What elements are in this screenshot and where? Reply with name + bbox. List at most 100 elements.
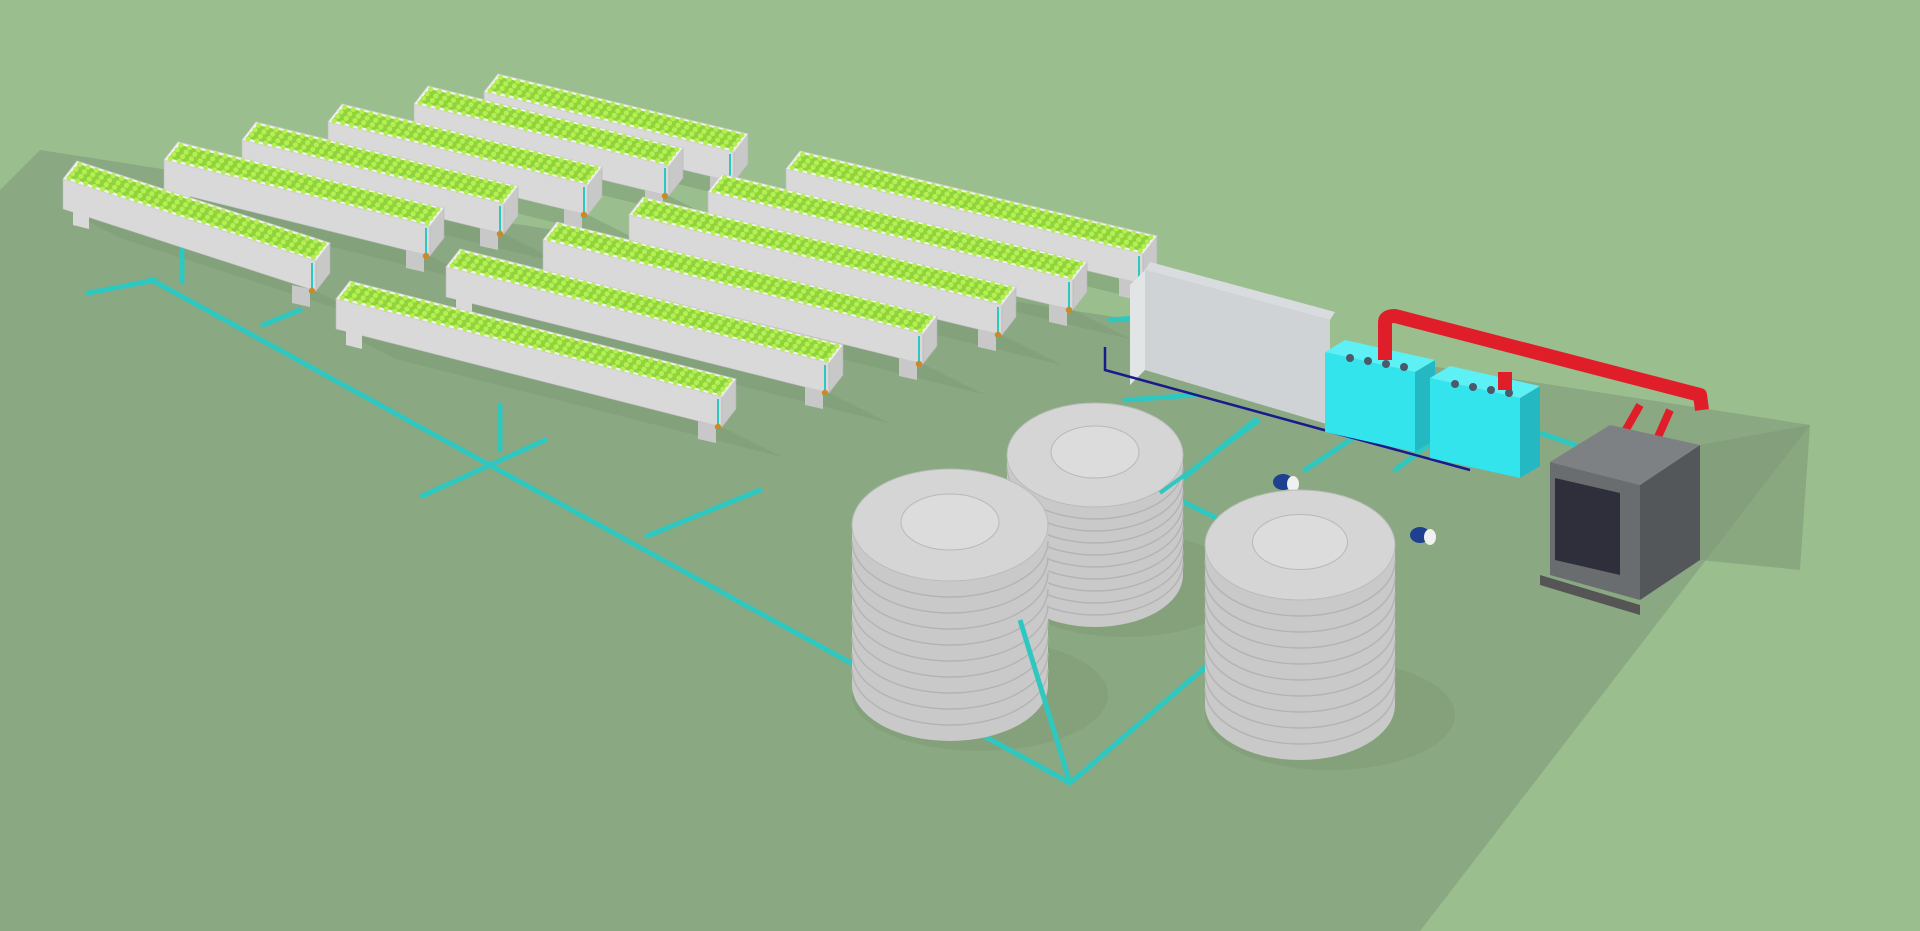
plant — [775, 198, 782, 204]
plant — [583, 229, 589, 235]
plant — [718, 179, 724, 185]
plant — [679, 118, 685, 124]
plant — [986, 285, 992, 292]
plant — [659, 253, 665, 259]
plant — [280, 144, 286, 150]
plant — [664, 377, 670, 383]
plant — [709, 373, 715, 379]
plant — [204, 149, 210, 155]
plant — [192, 216, 199, 222]
plant — [378, 299, 384, 305]
plant — [647, 140, 654, 146]
plant — [424, 220, 430, 226]
plant — [658, 153, 664, 159]
plant — [977, 283, 984, 289]
plant — [797, 251, 803, 257]
plant — [848, 168, 854, 174]
plant — [448, 317, 454, 323]
plant — [721, 216, 727, 222]
plant — [367, 166, 373, 172]
plant — [694, 137, 700, 143]
plant — [411, 297, 417, 303]
plant — [805, 200, 811, 206]
plant — [301, 144, 307, 150]
plant — [804, 284, 810, 290]
plant — [736, 335, 743, 341]
plant — [458, 265, 464, 271]
plant — [993, 208, 999, 214]
plant — [330, 191, 336, 197]
plant — [682, 311, 689, 317]
plant — [648, 302, 654, 308]
plant — [465, 321, 472, 328]
plant — [697, 375, 703, 381]
plant — [294, 249, 300, 255]
plant — [1132, 241, 1138, 247]
plant — [81, 169, 87, 175]
plant — [954, 204, 961, 210]
plant — [472, 136, 478, 142]
plant — [649, 151, 655, 157]
plant — [119, 175, 125, 181]
plant — [906, 187, 912, 193]
plant — [656, 304, 662, 310]
plant — [563, 163, 570, 169]
plant — [487, 117, 494, 123]
plant — [611, 112, 617, 118]
plant — [422, 163, 428, 169]
plant — [496, 90, 502, 96]
plant — [827, 295, 833, 301]
plant — [679, 370, 686, 377]
plant — [565, 224, 572, 231]
bed-leg — [698, 421, 716, 443]
plant — [1033, 223, 1039, 229]
plant — [494, 79, 500, 85]
plant — [509, 333, 515, 339]
plant — [390, 195, 397, 201]
plant — [996, 203, 1003, 210]
plant — [569, 170, 575, 176]
plant — [551, 333, 558, 339]
tank-ring — [851, 668, 1049, 726]
plant — [491, 180, 497, 186]
plant — [376, 168, 382, 174]
plant — [726, 275, 733, 281]
plant — [481, 193, 487, 199]
plant — [528, 87, 535, 93]
plant — [970, 240, 976, 246]
plant — [1042, 225, 1048, 231]
plant — [930, 225, 936, 231]
plant — [975, 204, 982, 210]
plant — [963, 275, 970, 281]
plant — [481, 315, 487, 321]
growing-beds — [62, 73, 1158, 443]
plant — [550, 155, 556, 161]
plant — [441, 178, 447, 184]
plant — [444, 322, 450, 328]
plant — [1071, 227, 1077, 233]
plant — [710, 328, 716, 334]
plant — [850, 306, 856, 312]
plant — [494, 258, 500, 264]
plant — [749, 286, 756, 292]
plant — [970, 292, 977, 298]
plant — [625, 121, 631, 127]
plant — [233, 167, 239, 173]
plant — [107, 177, 113, 183]
plant — [496, 158, 502, 164]
plant — [648, 357, 654, 363]
plant — [534, 328, 540, 334]
plant — [695, 262, 701, 268]
plant — [245, 136, 251, 142]
plant — [457, 319, 463, 325]
tank-ring — [851, 588, 1049, 646]
plant — [504, 326, 510, 332]
plant — [792, 286, 798, 292]
plant — [332, 157, 338, 163]
plant — [871, 221, 877, 227]
plant — [409, 165, 415, 171]
plant — [944, 286, 951, 292]
plant — [941, 195, 947, 202]
plant — [762, 242, 768, 248]
plant — [892, 179, 898, 185]
